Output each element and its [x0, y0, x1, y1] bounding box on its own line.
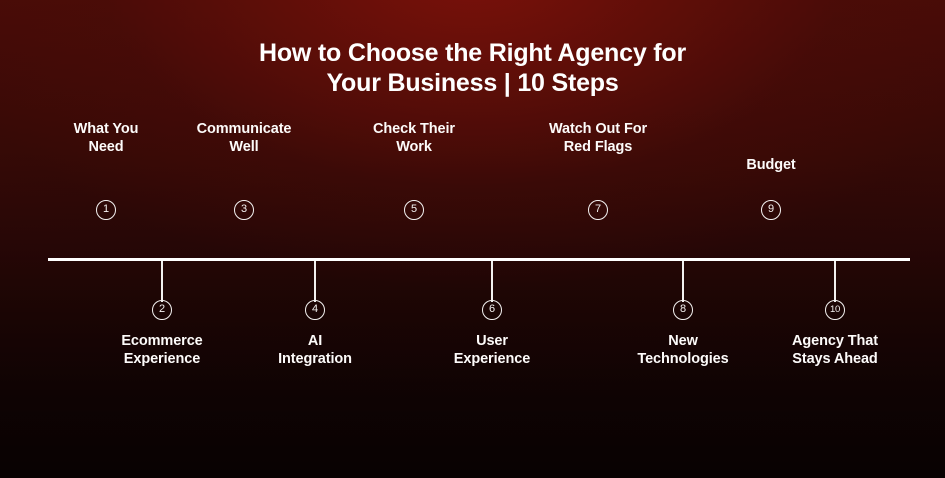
step-7-label-line-2: Red Flags	[563, 139, 633, 155]
step-4-label-line-2: Integration	[278, 351, 352, 367]
step-8-label-line-2: Technologies	[637, 351, 729, 367]
step-10-label-line-1: Agency That	[792, 333, 878, 349]
step-6-label-line-1: User	[476, 333, 508, 349]
step-2-label-line-2: Experience	[123, 351, 201, 367]
step-1-marker[interactable]: 1	[96, 200, 116, 220]
step-8-label: New Technologies	[573, 332, 793, 368]
step-2-label-line-1: Ecommerce	[121, 333, 203, 349]
step-5-label-line-1: Check Their	[373, 121, 455, 137]
step-4-label-line-1: AI	[307, 333, 323, 349]
step-4-connector	[314, 261, 316, 302]
step-9-label-line-1: Budget	[746, 157, 796, 173]
step-8-marker[interactable]: 8	[673, 300, 693, 320]
page-title: How to Choose the Right Agency for Your …	[0, 38, 945, 98]
step-10-label-line-2: Stays Ahead	[792, 351, 878, 367]
step-7-marker[interactable]: 7	[588, 200, 608, 220]
step-10-connector	[834, 261, 836, 302]
timeline-axis	[48, 258, 910, 261]
step-3-label-line-1: Communicate	[196, 121, 292, 137]
step-10-marker[interactable]: 10	[825, 300, 845, 320]
step-2-label: Ecommerce Experience	[52, 332, 272, 368]
step-3-label: Communicate Well	[134, 120, 354, 156]
step-2-connector	[161, 261, 163, 302]
step-4-marker[interactable]: 4	[305, 300, 325, 320]
step-8-label-line-1: New	[668, 333, 698, 349]
step-10-label: Agency That Stays Ahead	[725, 332, 945, 368]
title-line-1: How to Choose the Right Agency for	[259, 39, 686, 67]
step-6-marker[interactable]: 6	[482, 300, 502, 320]
step-1-label-line-1: What You	[73, 121, 139, 137]
step-9-label: Budget	[661, 156, 881, 174]
step-7-label-line-1: Watch Out For	[548, 121, 648, 137]
step-6-label-line-2: Experience	[453, 351, 531, 367]
step-5-marker[interactable]: 5	[404, 200, 424, 220]
step-2-marker[interactable]: 2	[152, 300, 172, 320]
step-4-label: AI Integration	[205, 332, 425, 368]
step-1-label-line-2: Need	[88, 139, 124, 155]
step-6-label: User Experience	[382, 332, 602, 368]
step-5-label: Check Their Work	[304, 120, 524, 156]
step-6-connector	[491, 261, 493, 302]
step-3-marker[interactable]: 3	[234, 200, 254, 220]
step-9-marker[interactable]: 9	[761, 200, 781, 220]
step-8-connector	[682, 261, 684, 302]
title-line-2: Your Business | 10 Steps	[326, 69, 619, 97]
step-1-label: What You Need	[0, 120, 216, 156]
step-5-label-line-2: Work	[396, 139, 432, 155]
step-7-label: Watch Out For Red Flags	[488, 120, 708, 156]
step-3-label-line-2: Well	[229, 139, 259, 155]
